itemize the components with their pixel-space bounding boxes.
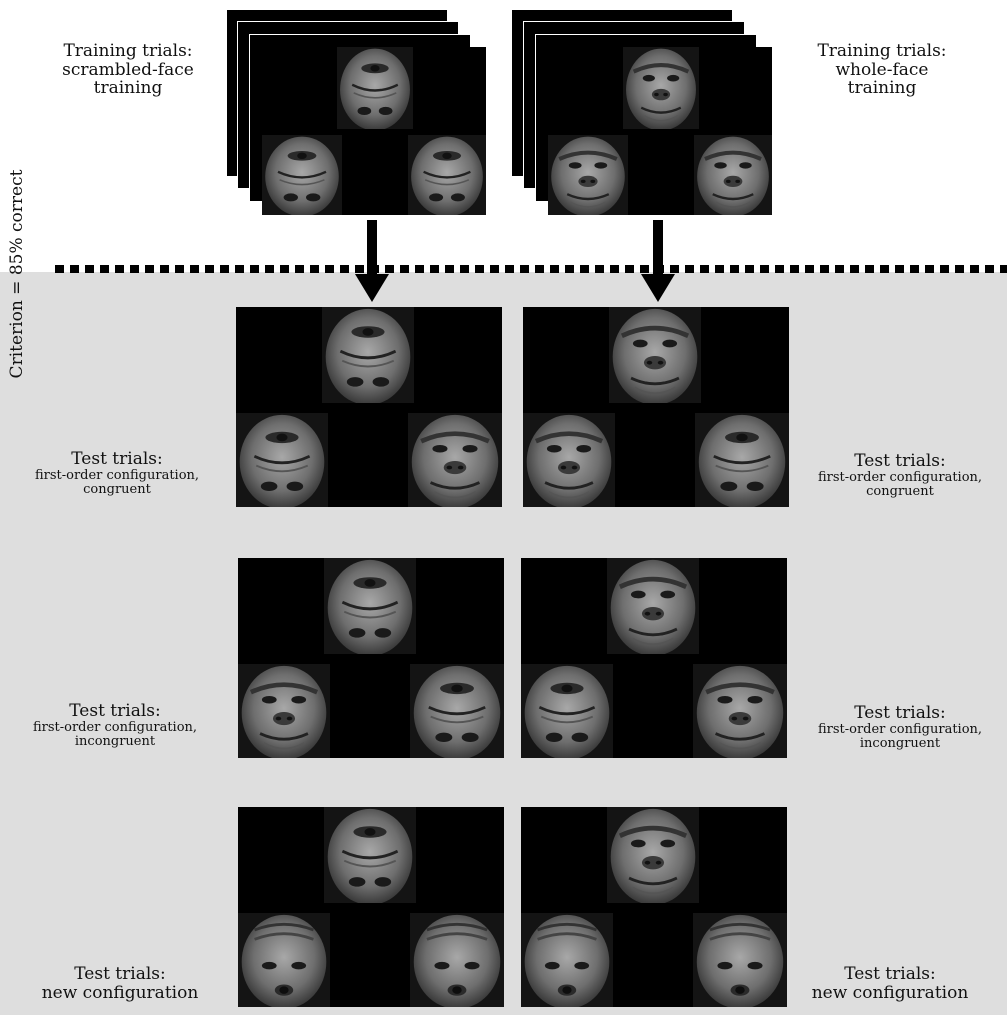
sample-face-scrambled [337, 47, 413, 129]
training-label-right: Training trials: whole-face training [792, 42, 972, 98]
test-panel-congruent-whole [523, 307, 789, 507]
test-subtitle: first-order configuration, [817, 721, 983, 737]
criterion-dotted-line [55, 265, 1007, 273]
test-subtitle: first-order configuration, [817, 469, 983, 485]
test-subtitle: new configuration [41, 982, 199, 1003]
training-left-line3: training [93, 78, 163, 99]
test-subtitle: first-order configuration, [32, 719, 198, 735]
test-title: Test trials: [74, 964, 166, 984]
test-title: Test trials: [69, 701, 161, 721]
test-panel-congruent-scrambled [236, 307, 502, 507]
sample-face-scrambled [324, 558, 416, 654]
choice-face-whole [548, 135, 628, 215]
training-label-left: Training trials: scrambled-face training [38, 42, 218, 98]
choice-face-new [693, 913, 787, 1007]
choice-face-new [521, 913, 613, 1007]
training-panel-whole [548, 47, 772, 215]
test-title: Test trials: [71, 449, 163, 469]
test-panel-new-whole [521, 807, 787, 1007]
test-title: Test trials: [854, 451, 946, 471]
sample-face-whole [607, 807, 699, 903]
arrow-down-icon [355, 220, 389, 302]
test-subtitle: new configuration [811, 982, 969, 1003]
choice-face-whole [523, 413, 615, 507]
test-label-congruent-right: Test trials: first-order configuration, … [794, 452, 1006, 499]
training-left-line2: scrambled-face [62, 59, 194, 80]
sample-face-scrambled [324, 807, 416, 903]
choice-face-scrambled [408, 135, 486, 215]
test-subtitle: congruent [83, 481, 151, 497]
test-subtitle: first-order configuration, [34, 467, 200, 483]
choice-face-scrambled [262, 135, 342, 215]
test-label-new-left: Test trials: new configuration [18, 965, 222, 1002]
sample-face-whole [607, 558, 699, 654]
test-panel-incongruent-scrambled [238, 558, 504, 758]
test-label-congruent-left: Test trials: first-order configuration, … [12, 450, 222, 497]
sample-face-whole [609, 307, 701, 403]
choice-face-whole [693, 664, 787, 758]
test-subtitle: incongruent [74, 733, 156, 749]
choice-face-whole [238, 664, 330, 758]
training-right-line2: whole-face [835, 59, 929, 80]
test-label-incongruent-right: Test trials: first-order configuration, … [794, 704, 1006, 751]
training-right-line3: training [847, 78, 917, 99]
sample-face-scrambled [322, 307, 414, 403]
choice-face-scrambled [410, 664, 504, 758]
training-left-line1: Training trials: [63, 41, 193, 61]
choice-face-new [238, 913, 330, 1007]
choice-face-scrambled [695, 413, 789, 507]
arrow-down-icon [641, 220, 675, 302]
choice-face-scrambled [236, 413, 328, 507]
choice-face-whole [408, 413, 502, 507]
choice-face-new [410, 913, 504, 1007]
choice-face-whole [694, 135, 772, 215]
test-title: Test trials: [844, 964, 936, 984]
training-panel-scrambled [262, 47, 486, 215]
test-panel-incongruent-whole [521, 558, 787, 758]
test-title: Test trials: [854, 703, 946, 723]
sample-face-whole [623, 47, 699, 129]
test-panel-new-scrambled [238, 807, 504, 1007]
test-subtitle: incongruent [859, 735, 941, 751]
test-label-new-right: Test trials: new configuration [800, 965, 980, 1002]
criterion-label: Criterion = 85% correct [7, 169, 27, 379]
training-right-line1: Training trials: [817, 41, 947, 61]
test-label-incongruent-left: Test trials: first-order configuration, … [8, 702, 222, 749]
choice-face-scrambled [521, 664, 613, 758]
test-subtitle: congruent [866, 483, 934, 499]
